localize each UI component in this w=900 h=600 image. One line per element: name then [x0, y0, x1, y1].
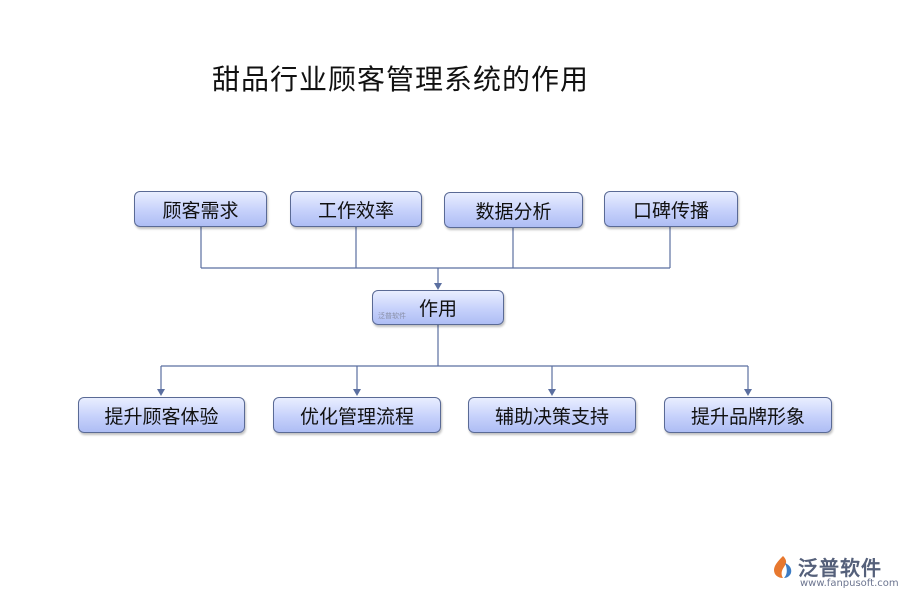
input-node-word-of-mouth: 口碑传播: [604, 191, 738, 227]
input-node-customer-demand: 顾客需求: [134, 191, 267, 227]
node-label: 优化管理流程: [299, 405, 414, 428]
brand-name: 泛普软件: [798, 556, 882, 580]
diagram-title: 甜品行业顾客管理系统的作用: [212, 63, 590, 96]
node-label: 数据分析: [475, 200, 552, 223]
brand-watermark: 泛普软件 www.fanpusoft.com: [770, 552, 899, 594]
output-node-brand-image: 提升品牌形象: [664, 397, 832, 433]
node-label: 工作效率: [317, 199, 394, 222]
node-label: 辅助决策支持: [494, 405, 609, 428]
output-node-decision-support: 辅助决策支持: [468, 397, 636, 433]
fanpu-logo-icon: [774, 556, 792, 578]
node-label: 提升品牌形象: [690, 405, 805, 428]
node-label: 口碑传播: [632, 199, 709, 222]
output-node-management-process: 优化管理流程: [273, 397, 441, 433]
input-node-work-efficiency: 工作效率: [290, 191, 422, 227]
center-node-function: 作用 泛普软件: [372, 290, 504, 325]
node-label: 顾客需求: [162, 199, 239, 222]
input-node-data-analysis: 数据分析: [444, 192, 583, 228]
brand-url: www.fanpusoft.com: [800, 578, 899, 589]
output-node-customer-experience: 提升顾客体验: [78, 397, 245, 433]
watermark-text: 泛普软件: [378, 312, 406, 320]
node-label: 提升顾客体验: [104, 405, 219, 428]
node-label: 作用: [418, 298, 457, 320]
